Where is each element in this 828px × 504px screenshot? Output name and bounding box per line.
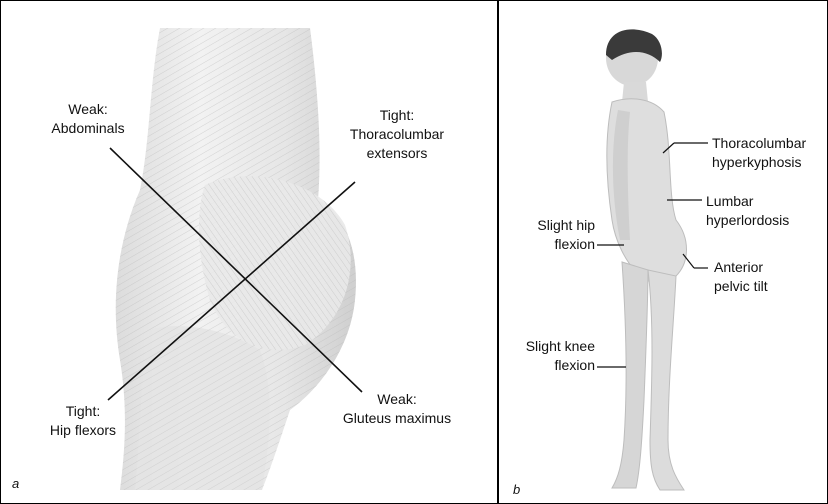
- label-thoracolumbar-hyperkyphosis: Thoracolumbar hyperkyphosis: [712, 134, 806, 172]
- label-anterior-pelvic-tilt: Anterior pelvic tilt: [714, 258, 768, 296]
- label-lumbar-hyperlordosis: Lumbar hyperlordosis: [706, 192, 789, 230]
- label-slight-hip-flexion: Slight hip flexion: [500, 216, 595, 254]
- panel-a-letter: a: [12, 476, 19, 491]
- label-weak-gluteus-maximus: Weak: Gluteus maximus: [322, 390, 472, 428]
- standing-figure-drawing: [606, 29, 687, 490]
- label-slight-knee-flexion: Slight knee flexion: [500, 337, 595, 375]
- label-weak-abdominals: Weak: Abdominals: [18, 100, 158, 138]
- label-tight-thoracolumbar-extensors: Tight: Thoracolumbar extensors: [322, 106, 472, 163]
- panel-b-letter: b: [513, 482, 520, 497]
- hip-muscle-drawing: [116, 28, 356, 490]
- label-tight-hip-flexors: Tight: Hip flexors: [18, 402, 148, 440]
